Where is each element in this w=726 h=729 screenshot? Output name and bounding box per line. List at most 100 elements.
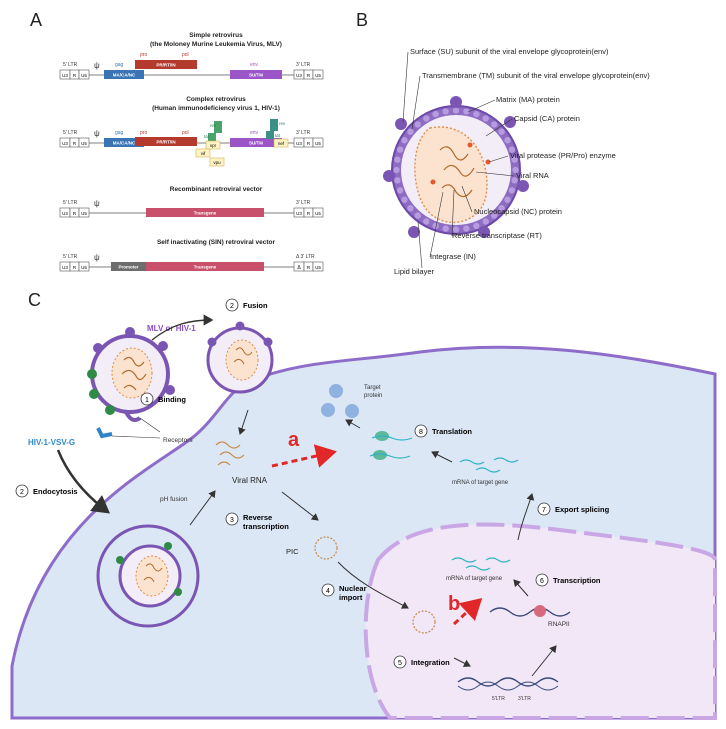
panel-label-c: C: [28, 290, 41, 310]
receptors-label: Receptors: [163, 437, 193, 444]
label-su: Surface (SU) subunit of the viral envelo…: [410, 47, 609, 56]
lipid-dot: [396, 187, 404, 194]
lipid-dot: [394, 177, 401, 184]
svg-text:R: R: [73, 141, 77, 146]
lipid-dot: [511, 177, 518, 184]
svg-text:Transgene: Transgene: [194, 211, 217, 216]
ltr-5-label: 5'LTR: [492, 696, 505, 702]
svg-text:ψ: ψ: [94, 253, 100, 262]
svg-text:Reverse: Reverse: [243, 513, 272, 522]
svg-text:U5: U5: [315, 141, 321, 146]
complex-title: Complex retrovirus: [186, 96, 246, 103]
step-integration: 5 Integration: [393, 655, 450, 669]
lipid-dot: [407, 205, 414, 212]
svg-text:1: 1: [145, 397, 149, 404]
lipid-dot: [432, 222, 439, 230]
svg-text:Δ 3' LTR: Δ 3' LTR: [296, 254, 315, 260]
lipid-dot: [414, 212, 421, 219]
svg-text:MA/CA/NC: MA/CA/NC: [113, 141, 136, 146]
svg-text:vpu: vpu: [213, 160, 221, 165]
arrow-transcription: [513, 579, 529, 597]
mrna-cyto: [459, 457, 519, 473]
tat-box: [208, 133, 216, 141]
svg-text:U3: U3: [62, 141, 68, 146]
svg-text:R: R: [73, 265, 77, 270]
lipid-dot: [414, 121, 421, 128]
svg-text:5' LTR: 5' LTR: [63, 130, 78, 136]
lipid-dot: [482, 218, 489, 225]
ma-label: MA/CA/NC: [113, 73, 136, 78]
virion-structure: [383, 96, 529, 238]
label-in: Integrase (IN): [430, 252, 476, 261]
svg-text:5' LTR: 5' LTR: [63, 254, 78, 260]
simple-title: Simple retrovirus: [189, 32, 243, 39]
svg-text:Translation: Translation: [432, 427, 472, 436]
lipid-dot: [393, 166, 400, 174]
svg-text:3: 3: [230, 517, 234, 524]
svg-text:8: 8: [419, 429, 423, 436]
step-export: 7 Export splicing: [537, 502, 610, 516]
lipid-dot: [498, 128, 505, 135]
lipid-dot: [504, 196, 511, 203]
step-fusion: 2 Fusion: [225, 298, 268, 312]
endosome: [96, 524, 200, 628]
rnapii-label: RNAPII: [548, 621, 570, 628]
target-protein: [321, 384, 359, 418]
lipid-dot: [463, 108, 470, 115]
svg-text:transcription: transcription: [243, 522, 289, 531]
lipid-dot: [442, 108, 449, 115]
panel-label-a: A: [30, 10, 42, 30]
su-label: SU/TM: [249, 73, 263, 78]
label-tm: Transmembrane (TM) subunit of the viral …: [422, 71, 650, 80]
lipid-dot: [442, 225, 449, 232]
nucleus: [363, 522, 717, 720]
svg-text:4: 4: [326, 588, 330, 595]
mrna-nuclear: [451, 557, 511, 571]
arrow-b: [452, 597, 483, 626]
host-dna-strand: [457, 681, 559, 691]
arrow-export: [517, 493, 535, 541]
letter-a: a: [288, 429, 300, 451]
svg-text:U3: U3: [296, 73, 302, 78]
label-ca: Capsid (CA) protein: [514, 114, 580, 123]
svg-text:nef: nef: [278, 141, 285, 146]
svg-text:Fusion: Fusion: [243, 301, 268, 310]
svg-text:U3: U3: [62, 211, 68, 216]
env-box: [230, 70, 282, 79]
lipid-dot: [452, 226, 460, 233]
svg-text:U3: U3: [296, 141, 302, 146]
lipid-dot: [407, 128, 414, 135]
svg-text:Transgene: Transgene: [194, 265, 217, 270]
step-endocytosis: 2 Endocytosis: [15, 484, 78, 498]
arrow-endocytosis: [56, 449, 110, 514]
svg-text:pro: pro: [140, 130, 147, 136]
svg-text:Δ: Δ: [297, 265, 301, 271]
transgene-box: [146, 208, 264, 217]
label-rna: Viral RNA: [516, 171, 549, 180]
svg-text:U5: U5: [315, 211, 321, 216]
svg-text:3' LTR: 3' LTR: [296, 200, 311, 206]
label-ma: Matrix (MA) protein: [496, 95, 560, 104]
lipid-dot: [401, 196, 408, 203]
complex-subtitle: (Human immunodeficiency virus 1, HIV-1): [152, 105, 280, 112]
psi: ψ: [94, 61, 100, 70]
arrow-to-fusion: [151, 314, 214, 341]
svg-text:6: 6: [540, 578, 544, 585]
svg-text:vif: vif: [201, 151, 206, 156]
letter-b: b: [448, 593, 460, 615]
arrow-rt: [281, 491, 319, 521]
svg-text:Nuclear: Nuclear: [339, 584, 367, 593]
svg-text:Binding: Binding: [158, 395, 186, 404]
svg-text:2: 2: [20, 489, 24, 496]
svg-text:Export splicing: Export splicing: [555, 505, 610, 514]
lipid-dot: [504, 137, 511, 144]
simple-genome: 5' LTR U3 R U5 ψ gag MA/CA/NC pro pol PR…: [59, 52, 324, 80]
label-lipid: Lipid bilayer: [394, 267, 435, 276]
transcribed-dna: [489, 607, 571, 617]
svg-text:rev: rev: [210, 123, 217, 128]
u3: U3: [62, 73, 68, 78]
svg-text:pol: pol: [182, 130, 189, 136]
receptors: Receptors: [96, 411, 193, 444]
lipid-dot: [401, 137, 408, 144]
svg-text:R: R: [307, 73, 311, 78]
